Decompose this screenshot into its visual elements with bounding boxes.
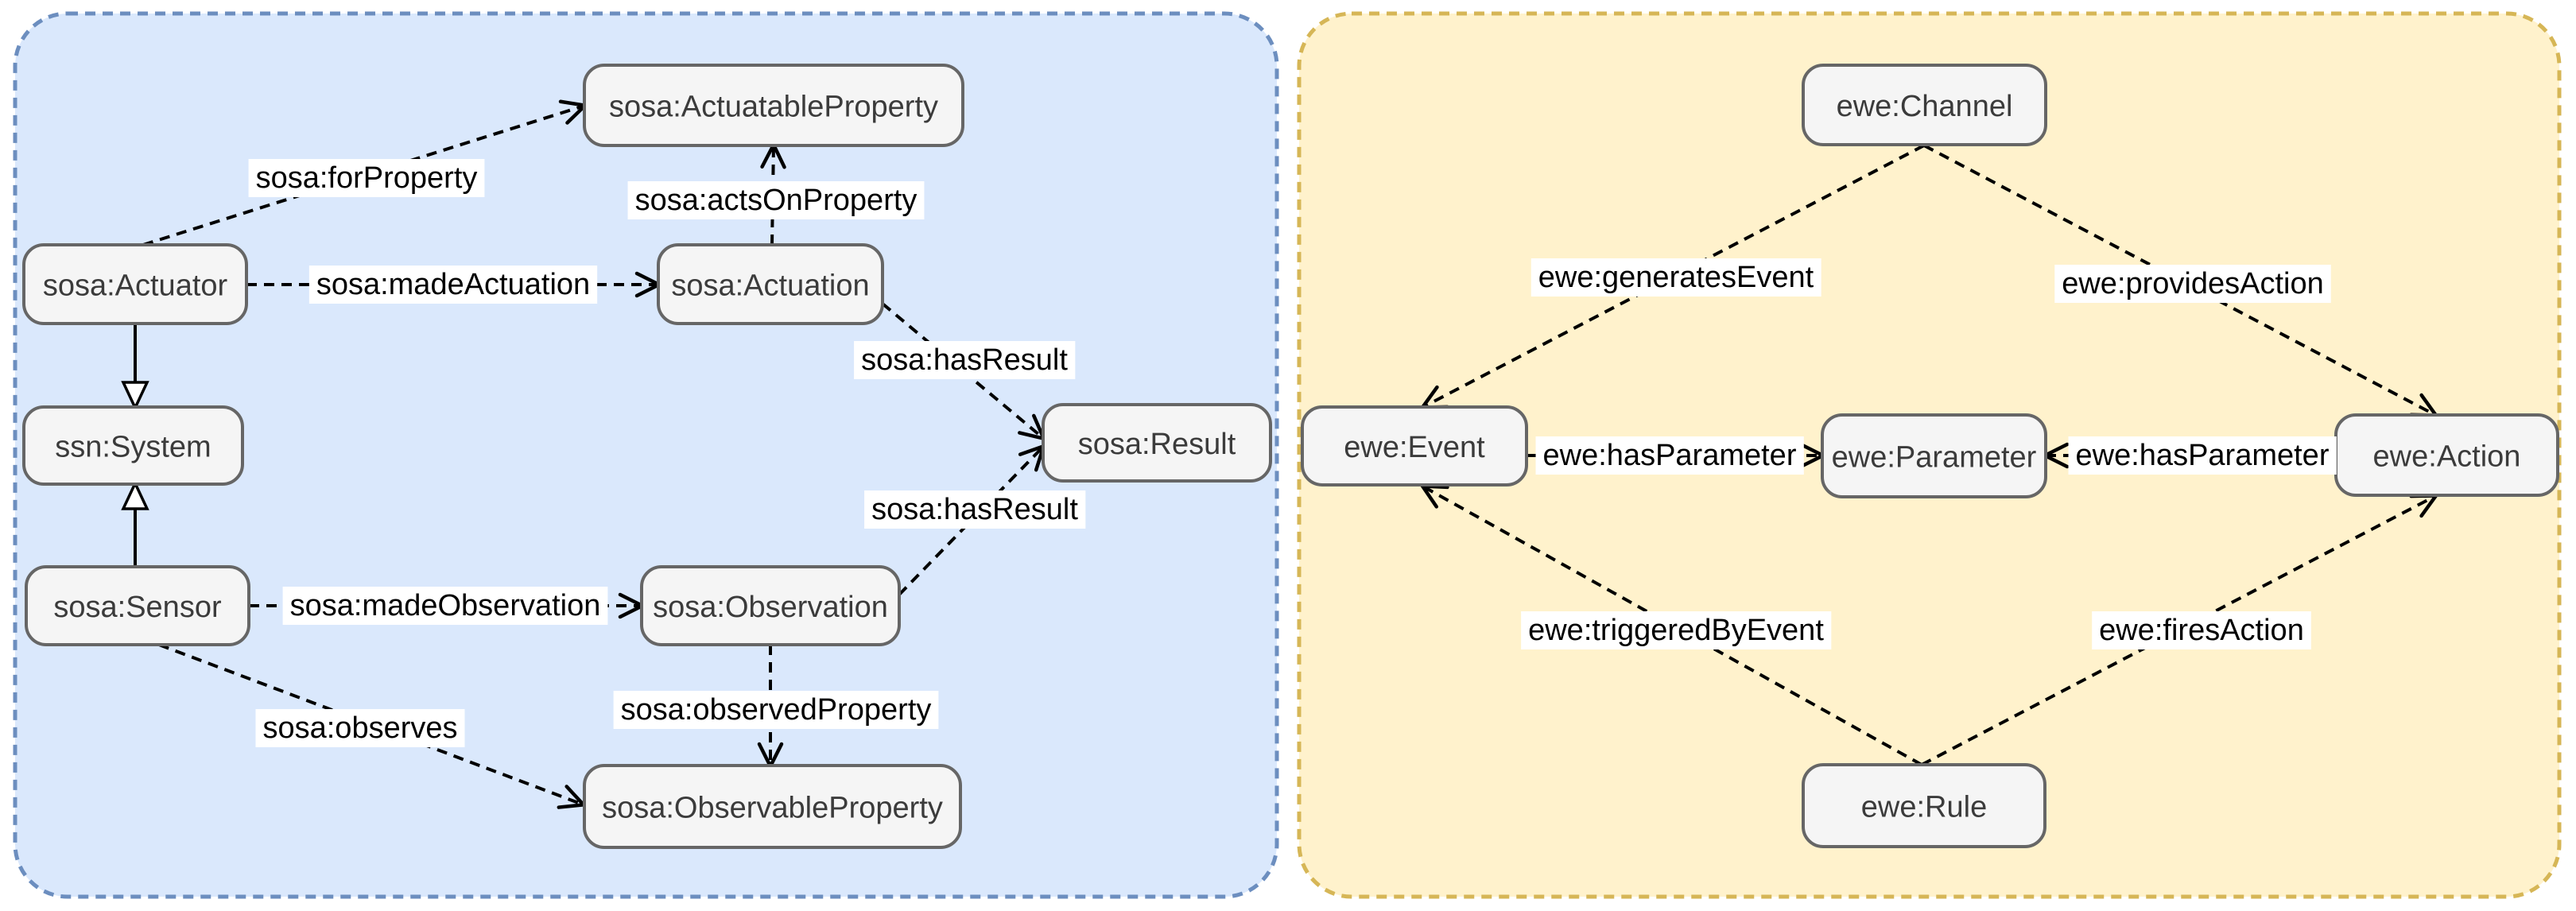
edge-label-bg-actuation-has-result [854,341,1076,379]
edge-label-text-action-has-parameter: ewe:hasParameter [2076,439,2330,472]
edge-label-bg-observed-property [613,691,939,729]
node-label-observation: sosa:Observation [653,591,888,624]
edge-label-bg-acts-on-property [627,181,925,219]
edge-label-bg-action-has-parameter [2068,436,2337,475]
edge-label-observes: sosa:observes [255,709,465,747]
edge-label-bg-triggered-by-event [1521,611,1832,649]
edge-label-text-generates-event: ewe:generatesEvent [1538,261,1814,294]
edge-label-observation-has-result: sosa:hasResult [864,490,1086,529]
edge-label-bg-made-observation [282,587,608,625]
edge-label-text-made-observation: sosa:madeObservation [290,589,601,622]
edge-label-text-observes: sosa:observes [262,711,457,745]
edge-label-text-observation-has-result: sosa:hasResult [871,493,1078,526]
node-label-result: sosa:Result [1078,428,1236,461]
edge-label-triggered-by-event: ewe:triggeredByEvent [1521,611,1832,649]
node-box-observable-property [583,764,962,849]
edge-label-fires-action: ewe:firesAction [2092,611,2311,649]
node-result: sosa:Result [1042,403,1272,483]
node-box-actuatable-property [583,64,964,147]
edge-label-text-observed-property: sosa:observedProperty [621,693,932,727]
edge-label-bg-for-property [248,159,485,197]
edge-label-bg-made-actuation [308,266,598,304]
edge-label-text-for-property: sosa:forProperty [256,161,478,195]
edge-label-for-property: sosa:forProperty [248,159,485,197]
edge-label-text-event-has-parameter: ewe:hasParameter [1543,439,1797,472]
node-box-parameter [1821,413,2047,498]
node-rule: ewe:Rule [1802,763,2046,848]
edge-label-acts-on-property: sosa:actsOnProperty [627,181,925,219]
nodes-layer: sosa:ActuatableProperty sosa:Actuator sosa… [22,64,2559,849]
edge-label-bg-event-has-parameter [1535,436,1804,475]
edge-label-bg-observes [255,709,465,747]
edge-label-made-observation: sosa:madeObservation [282,587,608,625]
node-label-rule: ewe:Rule [1861,791,1987,824]
edge-label-actuation-has-result: sosa:hasResult [854,341,1076,379]
node-label-sensor: sosa:Sensor [53,591,222,624]
edge-label-bg-fires-action [2092,611,2311,649]
node-box-sensor [25,565,250,646]
node-label-actuation: sosa:Actuation [671,269,869,303]
node-label-channel: ewe:Channel [1837,90,2013,123]
node-system: ssn:System [22,405,244,486]
edge-label-made-actuation: sosa:madeActuation [308,266,598,304]
edge-label-provides-action: ewe:providesAction [2054,265,2331,303]
edge-label-bg-observation-has-result [864,490,1086,529]
edge-observes [158,643,588,809]
sosa-ssn-panel [13,11,1279,899]
edge-label-text-fires-action: ewe:firesAction [2099,614,2304,647]
edge-label-text-actuation-has-result: sosa:hasResult [861,343,1068,377]
node-label-actuator: sosa:Actuator [43,269,228,303]
node-label-parameter: ewe:Parameter [1832,441,2037,475]
edge-label-text-triggered-by-event: ewe:triggeredByEvent [1528,614,1824,647]
node-box-actuation [657,243,884,325]
node-parameter: ewe:Parameter [1821,413,2047,498]
node-label-system: ssn:System [55,431,211,464]
edge-label-text-acts-on-property: sosa:actsOnProperty [635,184,918,217]
node-box-channel [1802,64,2047,146]
node-box-rule [1802,763,2046,848]
node-sensor: sosa:Sensor [25,565,250,646]
node-observable-property: sosa:ObservableProperty [583,764,962,849]
node-actuatable-property: sosa:ActuatableProperty [583,64,964,147]
edge-label-event-has-parameter: ewe:hasParameter [1535,436,1804,475]
edge-label-bg-generates-event [1530,258,1821,297]
node-observation: sosa:Observation [640,565,901,646]
edge-label-observed-property: sosa:observedProperty [613,691,939,729]
node-box-observation [640,565,901,646]
edge-labels-layer: sosa:forProperty sosa:actsOnProperty sosa:… [248,159,2337,747]
node-label-action: ewe:Action [2373,440,2521,474]
edge-label-text-made-actuation: sosa:madeActuation [316,268,590,301]
node-box-result [1042,403,1272,483]
edge-label-text-provides-action: ewe:providesAction [2062,267,2324,300]
edge-label-bg-provides-action [2054,265,2331,303]
edge-label-action-has-parameter: ewe:hasParameter [2068,436,2337,475]
node-box-event [1301,405,1528,487]
node-actuator: sosa:Actuator [22,243,248,325]
node-label-observable-property: sosa:ObservableProperty [602,792,943,825]
node-action: ewe:Action [2334,413,2559,497]
edge-label-generates-event: ewe:generatesEvent [1530,258,1821,297]
node-box-system [22,405,244,486]
node-label-event: ewe:Event [1344,431,1485,464]
node-box-actuator [22,243,248,325]
node-actuation: sosa:Actuation [657,243,884,325]
node-channel: ewe:Channel [1802,64,2047,146]
node-event: ewe:Event [1301,405,1528,487]
node-label-actuatable-property: sosa:ActuatableProperty [609,91,938,124]
